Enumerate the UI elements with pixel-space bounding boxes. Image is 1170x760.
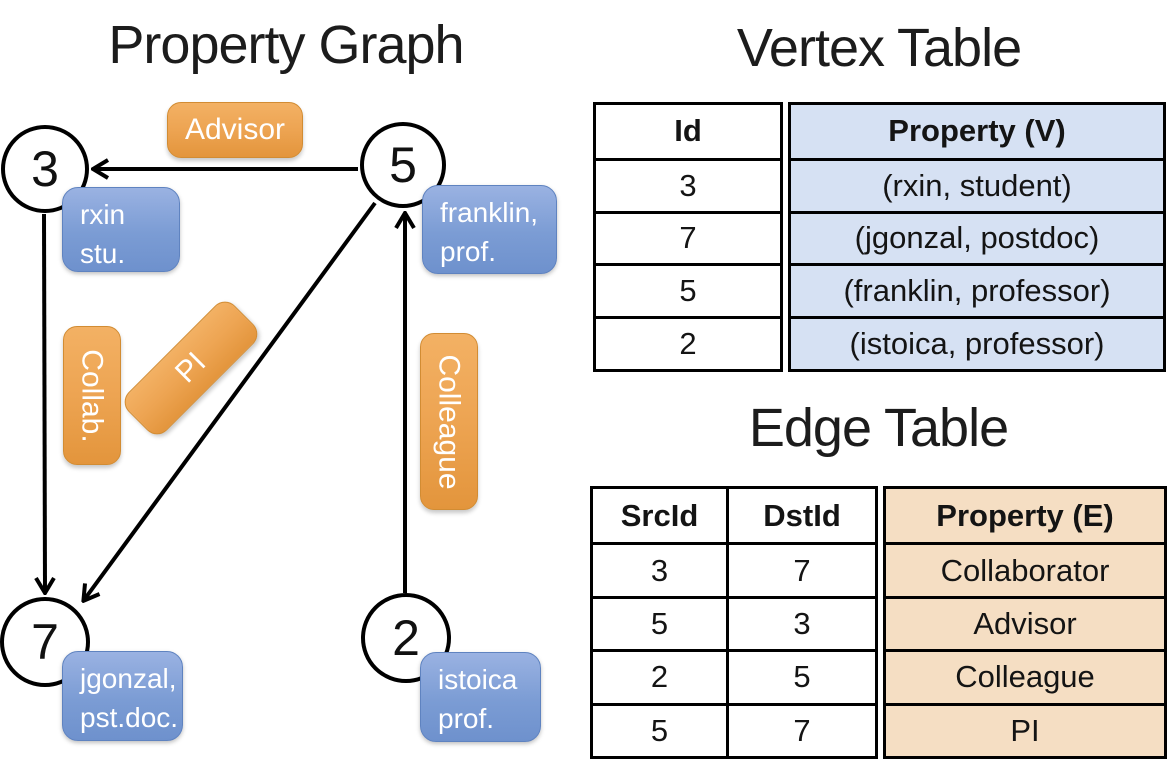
- edge-table-property-cell: Collaborator: [886, 542, 1164, 595]
- edge-table-srcid-cell: 5: [593, 702, 726, 756]
- vertex-table-property-cell: (jgonzal, postdoc): [791, 210, 1163, 264]
- vertex-property-line: istoica: [438, 664, 518, 695]
- vertex-node-2-id: 2: [392, 610, 420, 666]
- edge-label-text: Colleague: [433, 353, 467, 490]
- edge-label-text: Advisor: [184, 113, 286, 146]
- vertex-table-property-cell: (rxin, student): [791, 157, 1163, 211]
- edge-table-title: Edge Table: [748, 398, 1009, 458]
- vertex-table-property-cell: (istoica, professor): [791, 316, 1163, 369]
- vertex-property-box-franklin: franklin, prof.: [422, 185, 557, 274]
- vertex-node-3-id: 3: [31, 141, 59, 197]
- vertex-table-id-column: Id 3 7 5 2: [593, 102, 783, 372]
- edge-table-property-header: Property (E): [936, 497, 1114, 533]
- vertex-property-line: stu.: [80, 238, 126, 270]
- vertex-property-line: franklin,: [440, 197, 539, 228]
- vertex-node-5-id: 5: [389, 137, 417, 193]
- vertex-property-box-jgonzal: jgonzal, pst.doc.: [62, 651, 183, 741]
- vertex-property-line: rxin: [80, 199, 126, 230]
- edge-label-advisor: Advisor: [167, 102, 303, 158]
- vertex-property-box-istoica: istoica prof.: [420, 652, 541, 742]
- edge-3-7-collab: [44, 213, 45, 592]
- edge-table-property-cell: Colleague: [886, 649, 1164, 702]
- property-graph-title: Property Graph: [108, 15, 464, 75]
- edge-label-colleague: Colleague: [420, 333, 478, 510]
- vertex-table-id-cell: 3: [596, 157, 780, 211]
- vertex-table-title: Vertex Table: [736, 18, 1022, 78]
- vertex-table-property-cell: (franklin, professor): [791, 263, 1163, 316]
- edge-table-property-column: Property (E) Collaborator Advisor Collea…: [883, 486, 1167, 759]
- vertex-table-id-cell: 7: [596, 210, 780, 264]
- edge-table-srcid-header: SrcId: [620, 497, 699, 533]
- vertex-property-line: prof.: [440, 236, 497, 268]
- edge-table-srcid-cell: 3: [593, 542, 726, 595]
- edge-table-dstid-cell: 7: [726, 702, 875, 756]
- edge-table-dstid-cell: 3: [726, 595, 875, 650]
- edge-table-dstid-header: DstId: [726, 489, 875, 543]
- vertex-node-7-id: 7: [31, 614, 59, 670]
- vertex-property-line: prof.: [438, 703, 495, 735]
- vertex-property-line: pst.doc.: [80, 702, 179, 734]
- vertex-node-5: 5: [360, 122, 446, 208]
- vertex-property-box-rxin: rxin stu.: [62, 187, 180, 272]
- edge-table-property-cell: PI: [886, 702, 1164, 756]
- vertex-table-property-column: Property (V) (rxin, student) (jgonzal, p…: [788, 102, 1166, 372]
- edge-label-text: PI: [168, 345, 213, 390]
- edge-table-id-columns: SrcId 3 5 2 5 DstId 7 3 5 7: [590, 486, 878, 759]
- edge-table-property-cell: Advisor: [886, 595, 1164, 649]
- edge-label-text: Collab.: [76, 348, 110, 443]
- vertex-table-id-header: Id: [674, 113, 702, 149]
- edge-table-dstid-cell: 5: [726, 649, 875, 703]
- edge-label-collab: Collab.: [63, 326, 121, 465]
- edge-table-srcid-cell: 5: [593, 595, 726, 649]
- vertex-node-2: 2: [361, 593, 451, 683]
- edge-table-dstid-cell: 7: [726, 542, 875, 596]
- vertex-property-line: jgonzal,: [80, 663, 177, 694]
- graph-edges-layer: [0, 0, 580, 760]
- vertex-table-id-cell: 2: [596, 316, 780, 369]
- edge-table-srcid-cell: 2: [593, 649, 726, 702]
- edge-5-7-pi: [84, 201, 377, 600]
- vertex-table-property-header: Property (V): [888, 113, 1066, 149]
- vertex-table-id-cell: 5: [596, 263, 780, 316]
